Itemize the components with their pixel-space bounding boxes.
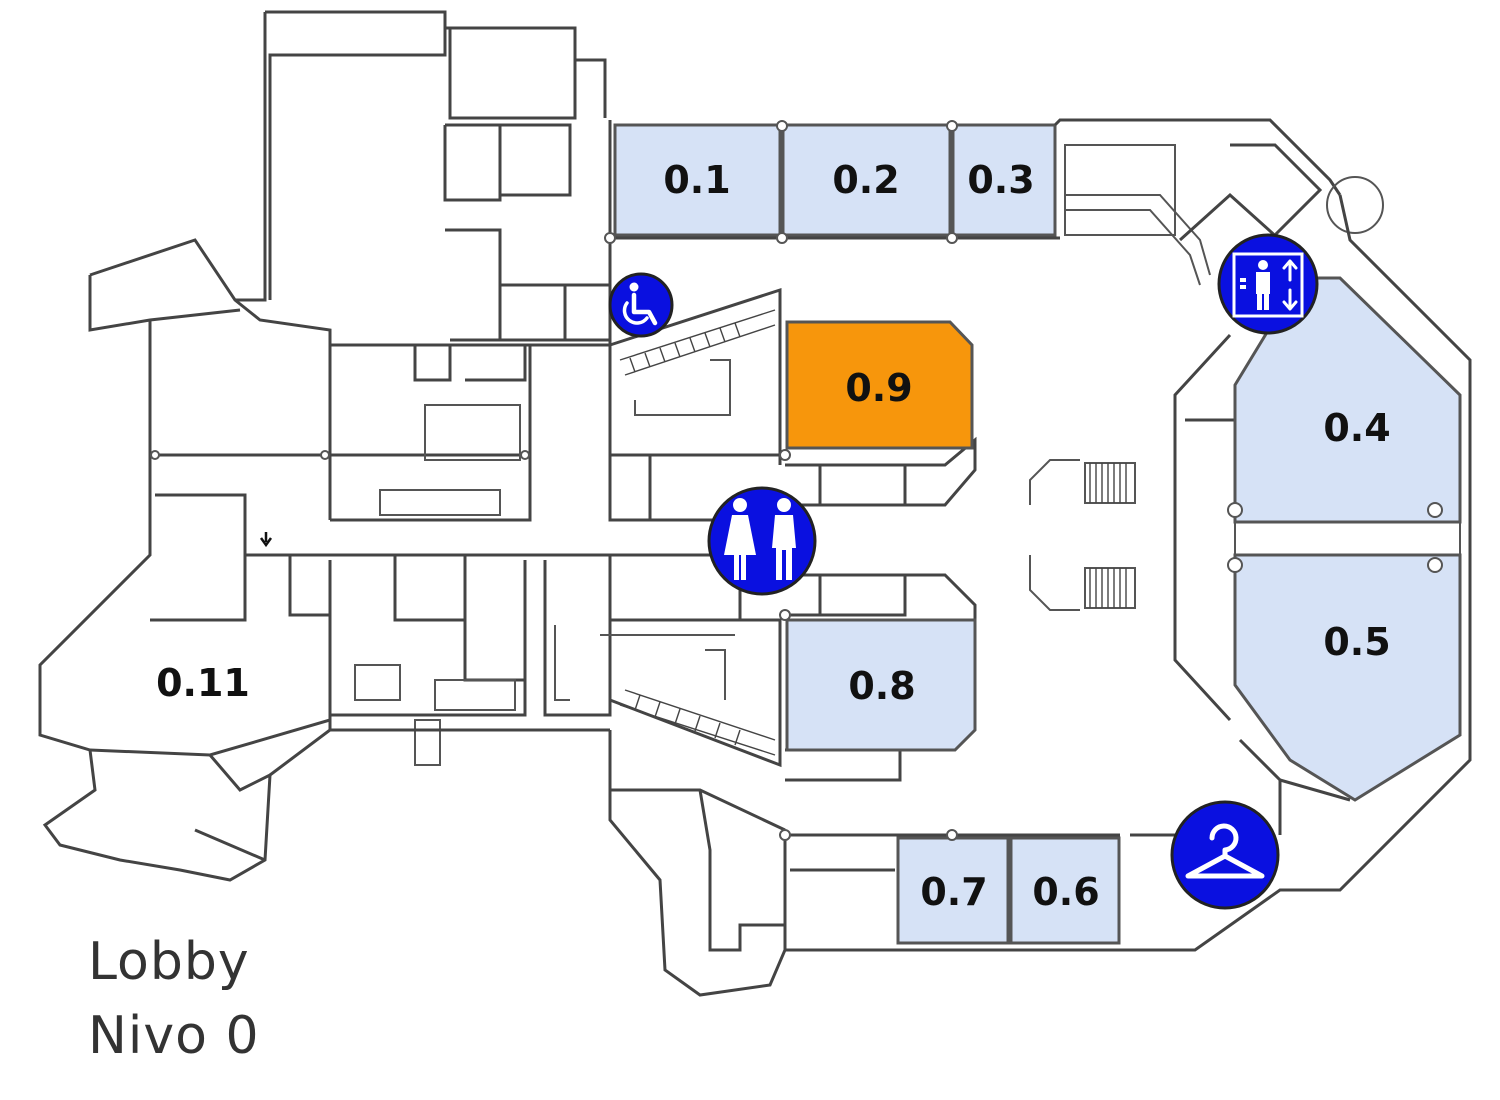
room-label-0-1: 0.1 xyxy=(663,158,730,202)
west-wing-walls xyxy=(38,10,612,882)
caption-level: Nivo 0 xyxy=(88,1006,260,1066)
room-0-1 xyxy=(613,123,782,237)
room-label-0-8: 0.8 xyxy=(848,664,915,708)
room-0-3 xyxy=(951,123,1057,237)
junction-nodes xyxy=(150,120,1443,841)
room-label-0-2: 0.2 xyxy=(832,158,899,202)
elevator-icon xyxy=(1217,233,1319,335)
room-label-0-11: 0.11 xyxy=(156,661,250,705)
room-label-0-5: 0.5 xyxy=(1323,620,1390,664)
locker-rows xyxy=(554,309,776,756)
wheelchair-icon xyxy=(608,272,674,338)
room-label-0-6: 0.6 xyxy=(1032,870,1099,914)
room-label-0-7: 0.7 xyxy=(920,870,987,914)
room-0-7 xyxy=(896,836,1010,945)
room-0-6 xyxy=(1009,836,1121,945)
room-label-0-4: 0.4 xyxy=(1323,406,1390,450)
central-walls xyxy=(328,120,977,997)
cloakroom-icon xyxy=(1170,800,1280,910)
room-0-2 xyxy=(781,123,952,237)
room-label-0-9: 0.9 xyxy=(845,366,912,410)
connector-corridor xyxy=(1234,521,1461,556)
room-label-0-3: 0.3 xyxy=(967,158,1034,202)
room-labels: 0.1 0.2 0.3 0.4 0.5 0.6 0.7 0.8 0.9 0.11 xyxy=(156,158,1391,914)
restroom-icon xyxy=(707,486,817,596)
central-staircases xyxy=(1029,459,1136,611)
down-arrow-icon xyxy=(259,532,273,548)
floor-caption: Lobby Nivo 0 xyxy=(88,925,260,1073)
caption-title: Lobby xyxy=(88,932,250,992)
room-0-9 xyxy=(785,320,974,450)
room-0-8 xyxy=(785,618,977,752)
north-rooms xyxy=(610,118,1384,286)
room-0-5 xyxy=(1233,553,1462,802)
